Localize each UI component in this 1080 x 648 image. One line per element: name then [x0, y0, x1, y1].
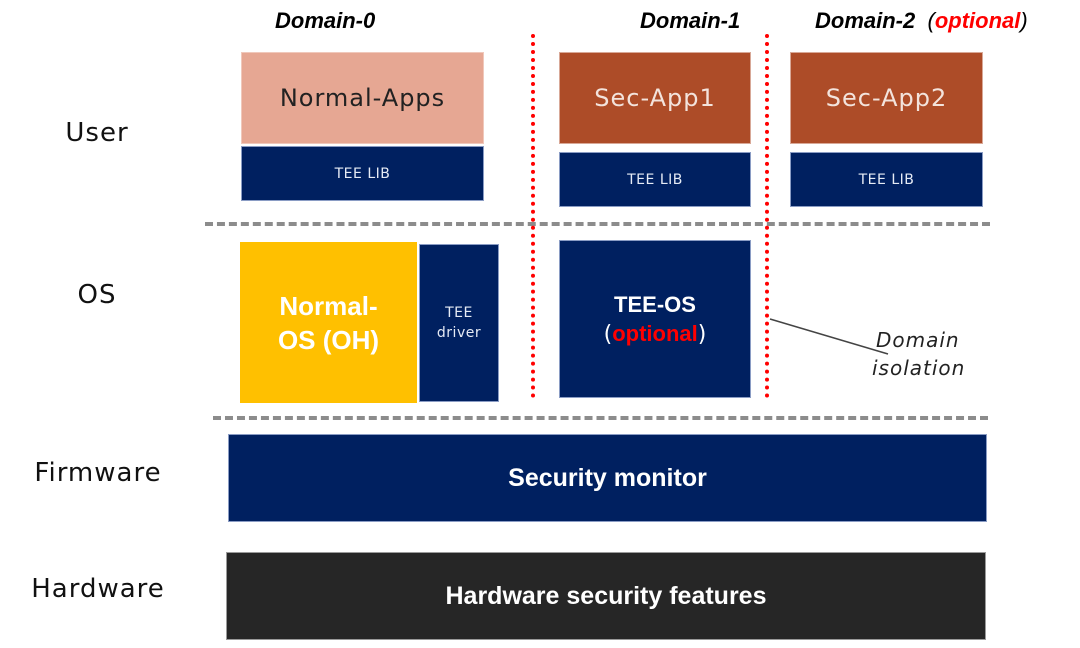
tee-os-paren-close: ) [697, 321, 707, 347]
tee-lib-domain-0-box: TEE LIB [241, 146, 484, 201]
tee-os-optional-tag: (optional) [604, 320, 707, 349]
tee-lib-domain-2-box: TEE LIB [790, 152, 983, 207]
user-os-separator [205, 222, 990, 226]
domain-isolation-annotation: Domain isolation [872, 326, 965, 382]
tee-driver-box: TEE driver [419, 244, 499, 402]
tee-lib-domain-1-box: TEE LIB [559, 152, 751, 207]
tee-os-title: TEE-OS [614, 291, 696, 317]
domain-isolation-line-1-2 [765, 34, 769, 398]
domain-2-label: Domain-2 [815, 8, 916, 33]
tee-os-box: TEE-OS (optional) [559, 240, 751, 398]
sec-app2-box: Sec-App2 [790, 52, 983, 144]
tee-lib-label: TEE LIB [858, 171, 915, 188]
normal-apps-label: Normal-Apps [279, 84, 446, 112]
sec-app2-label: Sec-App2 [825, 84, 948, 112]
layer-label-os: OS [77, 280, 117, 310]
tee-lib-label: TEE LIB [334, 165, 391, 182]
security-monitor-label: Security monitor [508, 463, 707, 492]
domain-isolation-line-0-1 [531, 34, 535, 398]
sec-app1-label: Sec-App1 [594, 84, 716, 112]
normal-os-label-line1: Normal- [279, 290, 378, 321]
layer-label-user: User [65, 118, 129, 148]
security-monitor-box: Security monitor [228, 434, 987, 522]
domain-2-paren-open: ( [927, 8, 935, 33]
hardware-security-features-box: Hardware security features [226, 552, 986, 640]
tee-lib-label: TEE LIB [627, 171, 683, 188]
domain-2-optional-tag: optional [934, 8, 1021, 33]
leader-line [769, 318, 889, 355]
domain-2-paren-close: ) [1020, 8, 1028, 33]
layer-label-hardware: Hardware [31, 574, 165, 604]
annotation-line2: isolation [872, 356, 966, 380]
sec-app1-box: Sec-App1 [559, 52, 751, 144]
tee-driver-label-line2: driver [436, 325, 482, 341]
domain-0-header: Domain-0 [275, 8, 376, 33]
domain-1-header: Domain-1 [640, 8, 741, 33]
normal-os-label-line2: OS (OH) [277, 324, 380, 355]
tee-driver-label-line1: TEE [445, 305, 473, 321]
tee-os-optional-text: optional [612, 320, 698, 346]
annotation-line1: Domain [876, 328, 960, 352]
normal-apps-box: Normal-Apps [241, 52, 484, 144]
os-firmware-separator [213, 416, 988, 420]
tee-os-paren-open: ( [603, 321, 613, 347]
hardware-security-features-label: Hardware security features [445, 581, 767, 610]
normal-os-box: Normal- OS (OH) [240, 242, 417, 403]
domain-2-header: Domain-2 (optional) [815, 8, 1028, 34]
layer-label-firmware: Firmware [34, 458, 162, 488]
